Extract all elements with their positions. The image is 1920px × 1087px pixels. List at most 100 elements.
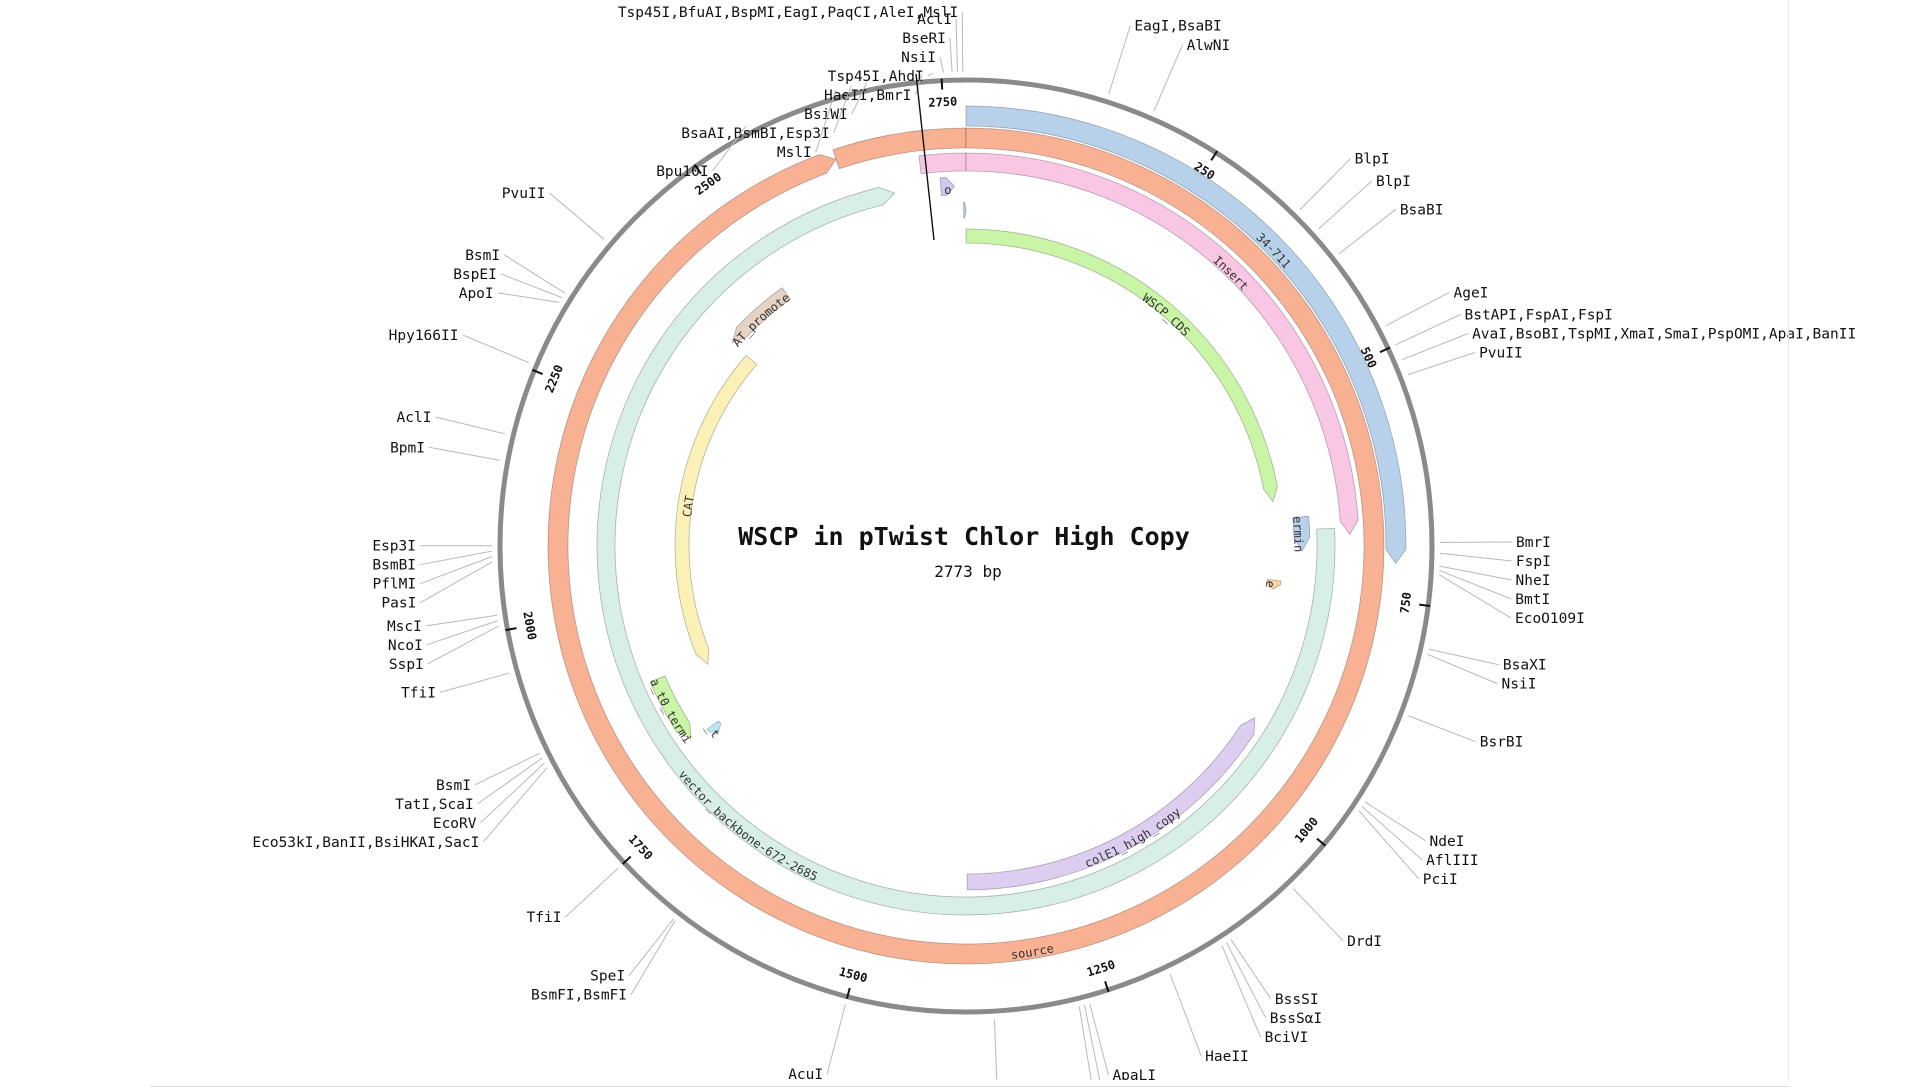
cut-site-label[interactable]: TfiI [527, 910, 562, 926]
site-leader-line [1440, 542, 1512, 543]
site-leader-line [478, 758, 542, 804]
site-leader-line [1429, 649, 1499, 665]
cut-site-label[interactable]: BciVI [1265, 1030, 1309, 1046]
cut-site-label[interactable]: BssSαI [1270, 1011, 1322, 1027]
panel-divider [1788, 0, 1789, 1080]
site-leader-line [420, 562, 492, 603]
cut-site-label[interactable]: TatI,ScaI [395, 797, 474, 813]
cut-site-label[interactable]: MslI [777, 145, 812, 161]
cut-site-label[interactable]: NsiI [901, 50, 936, 66]
site-leader-line [1293, 889, 1343, 941]
tick-label: 1500 [837, 964, 869, 985]
cut-site-label[interactable]: ApoI [459, 286, 494, 302]
tick-label: 1250 [1085, 957, 1117, 979]
cut-site-label[interactable]: Tsp45I,BfuAI,BspMI,EagI,PaqCI,AleI,MslI [618, 5, 958, 21]
cut-site-label[interactable]: MscI [387, 619, 422, 635]
site-leader-line [440, 673, 509, 692]
cut-site-label[interactable]: BsmBI [372, 558, 416, 574]
site-leader-line [549, 193, 604, 240]
cut-site-label[interactable]: AlwNI [1187, 38, 1231, 54]
cut-site-label[interactable]: AclI [917, 12, 952, 28]
cut-site-label[interactable]: Esp3I [372, 539, 416, 555]
cut-site-label[interactable]: PflMI [372, 577, 416, 593]
cut-site-label[interactable]: EagI,BsaBI [1134, 18, 1221, 34]
cut-site-label[interactable]: BlpI [1376, 174, 1411, 190]
cut-site-label[interactable]: SspI [389, 657, 424, 673]
cut-site-label[interactable]: BsmI [436, 778, 471, 794]
site-leader-line [928, 73, 933, 76]
cut-site-label[interactable]: BmrI [1516, 535, 1551, 551]
cut-site-label[interactable]: PvuII [1479, 345, 1523, 361]
site-leader-line [1170, 974, 1201, 1056]
cut-site-label[interactable]: ApaLI [1112, 1068, 1156, 1080]
site-leader-line [420, 556, 492, 583]
cut-site-label[interactable]: PasI [381, 596, 416, 612]
cut-site-label[interactable]: AvaI,BsoBI,TspMI,XmaI,SmaI,PspOMI,ApaI,B… [1472, 326, 1856, 342]
cut-site-label[interactable]: EcoO109I [1515, 611, 1585, 627]
site-leader-line [1154, 45, 1183, 111]
cut-site-label[interactable]: BspEI [453, 267, 497, 283]
cut-site-label[interactable]: SpeI [590, 969, 625, 985]
cut-site-label[interactable]: PciI [1423, 872, 1458, 888]
cut-site-label[interactable]: BseRI [902, 31, 946, 47]
cut-site-label[interactable]: AcuI [788, 1067, 823, 1080]
feature-label: RBS (Shine-Dalgarno) [0, 0, 4, 7]
cut-site-label[interactable]: BmtI [1515, 592, 1550, 608]
tick-label: 2250 [542, 363, 566, 395]
cut-site-label[interactable]: BsaBI [1400, 202, 1444, 218]
cut-site-label[interactable]: DrdI [1347, 934, 1382, 950]
cut-site-label[interactable]: NdeI [1430, 834, 1465, 850]
site-leader-line [1440, 566, 1512, 580]
site-leader-line [428, 626, 499, 664]
cut-site-label[interactable]: Hpy166II [389, 328, 459, 344]
cut-site-label[interactable]: HaeII [1205, 1049, 1249, 1065]
feature-insert[interactable] [966, 153, 1358, 534]
features-group: 34-711sourceInsertvector_backbone-672-26… [0, 0, 1406, 964]
cut-site-label[interactable]: AgeI [1453, 285, 1488, 301]
cut-site-label[interactable]: BsaAI,BsmBI,Esp3I [681, 126, 829, 142]
cut-site-label[interactable]: AflIII [1426, 853, 1478, 869]
site-leader-line [1409, 716, 1476, 742]
cut-site-label[interactable]: Tsp45I,AhdI [828, 69, 924, 85]
cut-site-label[interactable]: NcoI [388, 638, 423, 654]
cut-site-label[interactable]: FspI [1516, 554, 1551, 570]
cut-site-label[interactable]: Eco53kI,BanII,BsiHKAI,SacI [252, 835, 479, 851]
tick-label: 2750 [928, 94, 958, 109]
site-leader-line [1386, 292, 1450, 325]
site-leader-line [435, 417, 505, 434]
site-leader-line [827, 1004, 845, 1074]
cut-site-label[interactable]: HaeII,BmrI [824, 88, 911, 104]
site-leader-line [956, 19, 957, 72]
cut-site-label[interactable]: BsmI [465, 248, 500, 264]
site-leader-line [420, 551, 492, 565]
cut-site-label[interactable]: EcoRV [433, 816, 477, 832]
cut-site-label[interactable]: BstAPI,FspAI,FspI [1464, 307, 1612, 323]
site-leader-line [1079, 1006, 1096, 1080]
plasmid-title: WSCP in pTwist Chlor High Copy [738, 522, 1190, 551]
cut-site-label[interactable]: BssSI [1275, 992, 1319, 1008]
site-leader-line [994, 1019, 998, 1080]
cut-site-label[interactable]: BpmI [390, 440, 425, 456]
site-leader-line [950, 38, 952, 72]
site-leader-line [498, 293, 560, 303]
cut-site-label[interactable]: TfiI [401, 685, 436, 701]
site-leader-line [1226, 942, 1266, 1018]
cut-site-label[interactable]: AclI [397, 410, 432, 426]
cut-site-label[interactable]: PvuII [502, 186, 546, 202]
plasmid-length: 2773 bp [934, 562, 1001, 581]
site-leader-line [1300, 159, 1351, 210]
feature-rbs-shine-dalgarno[interactable] [964, 202, 966, 218]
cut-site-label[interactable]: NheI [1516, 573, 1551, 589]
site-leader-line [1365, 802, 1426, 841]
cut-site-label[interactable]: BlpI [1355, 152, 1390, 168]
cut-site-label[interactable]: BsmFI,BsmFI [531, 988, 627, 1004]
cut-site-label[interactable]: BsrBI [1480, 735, 1524, 751]
tick-label: 2000 [520, 610, 539, 641]
cut-site-label[interactable]: NsiI [1502, 677, 1537, 693]
site-leader-line [1318, 181, 1372, 229]
cut-site-label[interactable]: BsaXI [1503, 658, 1547, 674]
cut-site-label[interactable]: Bpu10I [656, 164, 708, 180]
site-leader-line [1109, 25, 1131, 94]
